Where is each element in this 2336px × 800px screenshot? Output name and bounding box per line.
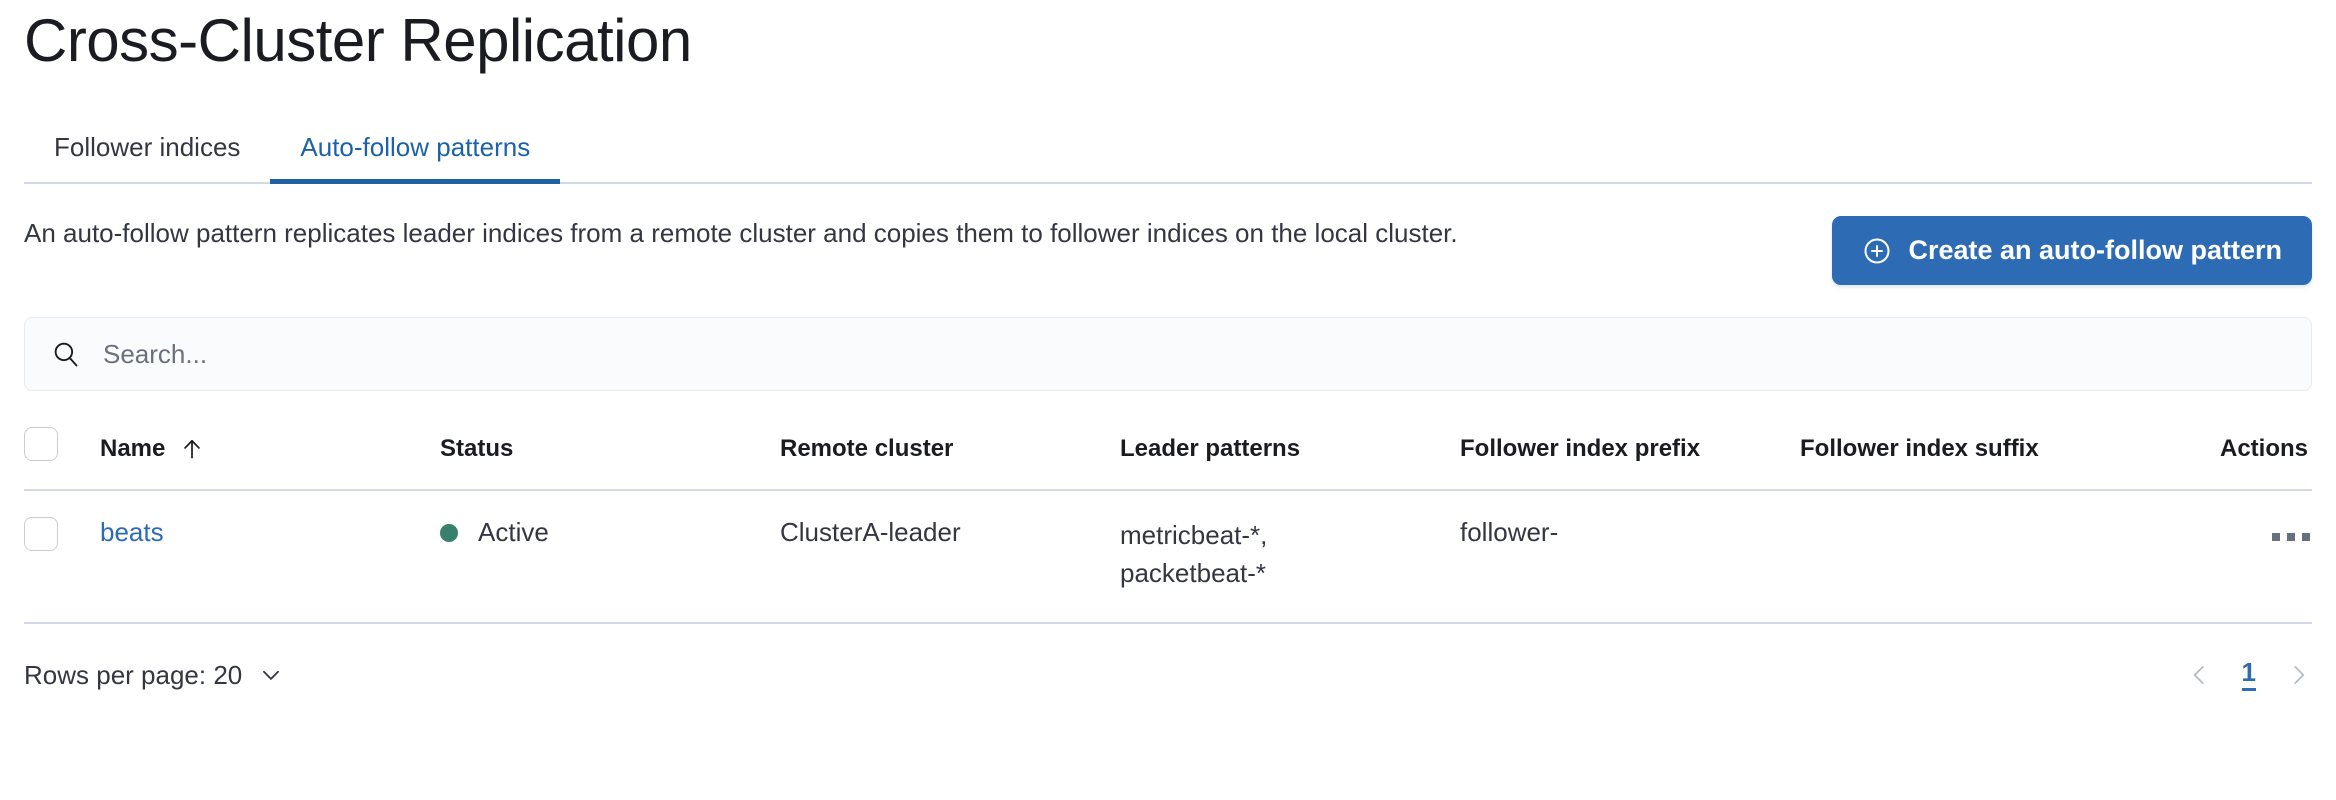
leader-pattern-line: metricbeat-*, [1120, 520, 1268, 550]
auto-follow-patterns-table: Name Status Remote cluster Leader patter… [24, 427, 2312, 625]
rows-per-page-selector[interactable]: Rows per page: 20 [24, 660, 284, 691]
table-header-row: Name Status Remote cluster Leader patter… [24, 427, 2312, 491]
cell-name: beats [100, 490, 440, 625]
row-select-cell [24, 490, 100, 625]
create-auto-follow-pattern-button[interactable]: Create an auto-follow pattern [1832, 216, 2312, 285]
pattern-name-link[interactable]: beats [100, 517, 164, 547]
table-footer: Rows per page: 20 1 [24, 658, 2312, 692]
cell-leader-patterns: metricbeat-*, packetbeat-* [1120, 490, 1460, 625]
pagination-page-1[interactable]: 1 [2241, 659, 2256, 692]
cell-follower-index-suffix [1800, 490, 2220, 625]
status-label: Active [478, 517, 549, 547]
leader-pattern-line: packetbeat-* [1120, 557, 1266, 588]
chevron-down-icon [258, 662, 284, 688]
arrow-up-icon [179, 436, 205, 462]
column-header-status[interactable]: Status [440, 427, 780, 491]
create-button-label: Create an auto-follow pattern [1908, 235, 2282, 265]
cell-follower-index-prefix: follower- [1460, 490, 1800, 625]
ellipsis-dot [2272, 533, 2280, 541]
column-header-follower-index-suffix[interactable]: Follower index suffix [1800, 427, 2220, 491]
chevron-right-icon[interactable] [2286, 658, 2312, 692]
column-header-follower-index-prefix[interactable]: Follower index prefix [1460, 427, 1800, 491]
pagination: 1 [2186, 658, 2312, 692]
column-header-actions: Actions [2220, 427, 2312, 491]
column-header-leader-patterns[interactable]: Leader patterns [1120, 427, 1460, 491]
ellipsis-dot [2302, 533, 2310, 541]
page-title: Cross-Cluster Replication [24, 7, 692, 74]
table-head: Name Status Remote cluster Leader patter… [24, 427, 2312, 491]
column-header-name-label: Name [100, 435, 166, 462]
name-sort-control[interactable]: Name [100, 435, 205, 463]
row-checkbox[interactable] [24, 517, 58, 552]
search-input[interactable] [103, 338, 2285, 370]
table-body: beats Active ClusterA-leader metricbeat-… [24, 490, 2312, 625]
cell-actions [2220, 490, 2312, 625]
cell-status: Active [440, 490, 780, 625]
chevron-left-icon[interactable] [2186, 658, 2212, 692]
column-header-remote-cluster[interactable]: Remote cluster [780, 427, 1120, 491]
tab-follower-indices[interactable]: Follower indices [24, 134, 270, 182]
search-icon [51, 339, 81, 369]
tab-bar: Follower indices Auto-follow patterns [24, 112, 2312, 184]
description-text: An auto-follow pattern replicates leader… [24, 218, 1458, 248]
ellipsis-dot [2287, 533, 2295, 541]
rows-per-page-label: Rows per page: 20 [24, 659, 243, 690]
status-badge: Active [440, 517, 549, 548]
table-row: beats Active ClusterA-leader metricbeat-… [24, 490, 2312, 625]
select-all-checkbox[interactable] [24, 427, 58, 461]
ellipsis-horizontal-icon[interactable] [2270, 527, 2312, 547]
select-all-header [24, 427, 100, 491]
cell-remote-cluster: ClusterA-leader [780, 490, 1120, 625]
plus-in-circle-icon [1862, 236, 1892, 266]
search-bar[interactable] [24, 317, 2312, 391]
status-dot-icon [440, 523, 458, 542]
column-header-name[interactable]: Name [100, 427, 440, 491]
description-row: An auto-follow pattern replicates leader… [24, 214, 2312, 285]
tab-auto-follow-patterns[interactable]: Auto-follow patterns [270, 134, 561, 184]
